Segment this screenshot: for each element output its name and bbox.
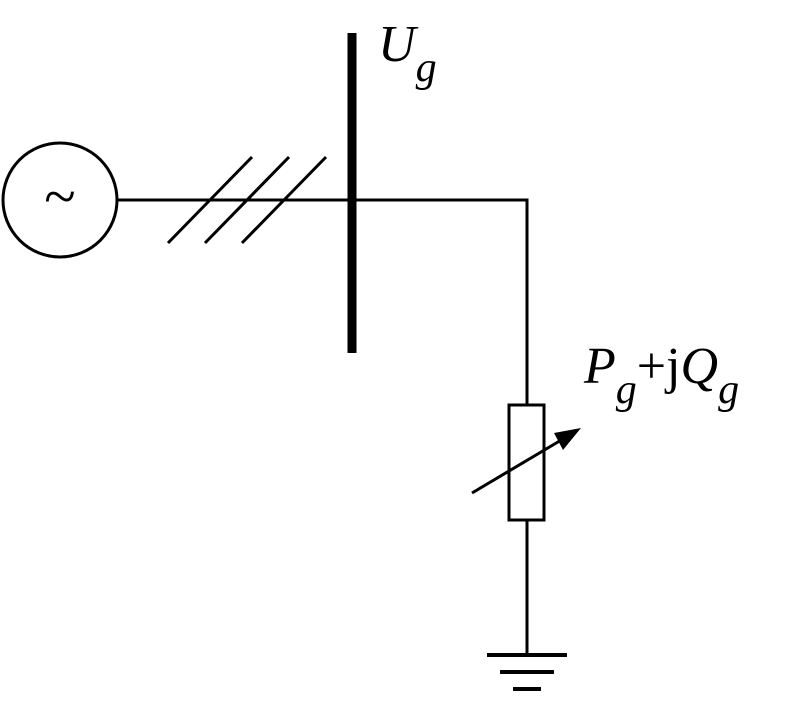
bus-voltage-sub: g [416, 45, 437, 91]
ground-icon [487, 653, 567, 691]
load-power-label: Pg+jQg [583, 338, 739, 413]
ac-source-icon: ~ [1, 141, 119, 259]
bus-voltage-label: Ug [378, 16, 437, 91]
load-power-q-sub: g [718, 367, 739, 413]
variable-resistor-icon [471, 403, 581, 522]
load-power-p-sub: g [616, 367, 637, 413]
load-power-p: P [583, 338, 616, 395]
ac-source-symbol: ~ [44, 164, 75, 229]
bus-voltage-main: U [378, 16, 419, 73]
load-power-op: +j [637, 338, 681, 395]
load-power-q: Q [681, 338, 719, 395]
main-line [117, 198, 529, 405]
transformer-hatch-icon [166, 155, 328, 245]
